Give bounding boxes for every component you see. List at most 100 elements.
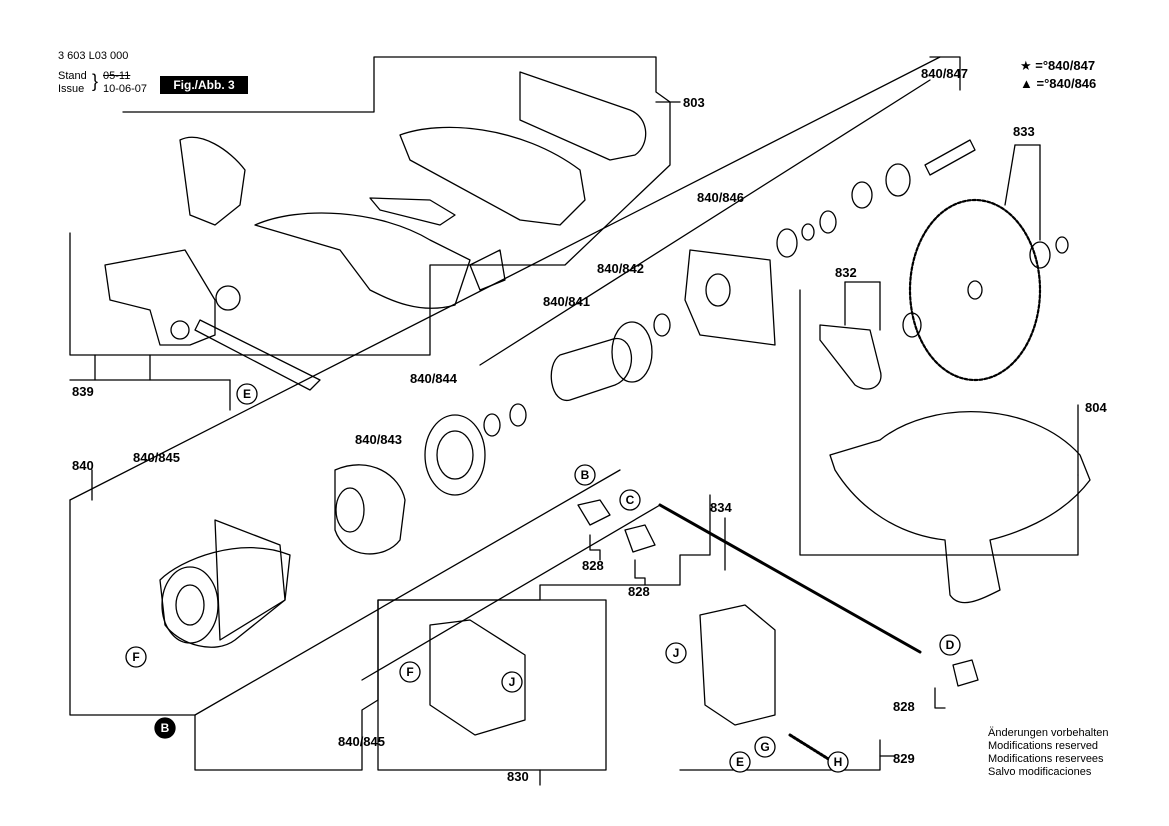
marker-letter: J — [509, 675, 516, 689]
marker-f: F — [125, 646, 147, 668]
marker-circle — [939, 634, 961, 656]
notice-es: Salvo modificaciones — [988, 766, 1092, 778]
mount-plate — [429, 619, 526, 736]
frame-right-top — [929, 56, 961, 91]
clamp-b — [577, 499, 611, 526]
splitter-arm — [194, 319, 321, 391]
guard-bracket — [519, 71, 647, 161]
marker-circle — [236, 383, 258, 405]
leader-828-1 — [589, 534, 601, 561]
marker-letter: E — [736, 755, 744, 769]
end-shield — [424, 414, 486, 496]
callout-840-846: 840/846 — [697, 190, 744, 205]
marker-j: J — [665, 642, 687, 664]
leader-833-c — [1004, 144, 1016, 206]
callout-840-844: 840/844 — [410, 371, 458, 386]
mount-plate-2 — [699, 604, 776, 726]
splitter-hole — [170, 320, 190, 340]
guard-cover — [254, 212, 471, 309]
marker-circle — [729, 751, 751, 773]
issue-label: Issue — [58, 83, 85, 95]
modifications-notice: Änderungen vorbehalten Modifications res… — [988, 727, 1108, 779]
stand-date-old: 05-11 — [103, 70, 131, 82]
legend-text: =°840/846 — [1032, 76, 1097, 91]
marker-circle — [399, 661, 421, 683]
marker-circle — [574, 464, 596, 486]
splitter-plate-839 — [104, 249, 216, 346]
long-diagonal-a — [69, 56, 941, 501]
bearing-1 — [509, 403, 527, 427]
marker-letter: J — [673, 646, 680, 660]
marker-b: B — [574, 464, 596, 486]
issue-date: 10-06-07 — [103, 83, 148, 95]
marker-circle — [154, 717, 176, 739]
triangle-icon: ▲ — [1020, 76, 1033, 91]
callout-832: 832 — [835, 265, 857, 280]
spindle-shaft — [924, 139, 976, 176]
gear-wheel — [776, 228, 798, 258]
stator-coil — [334, 464, 406, 555]
clamp-c — [624, 524, 656, 553]
callout-840-841: 840/841 — [543, 294, 590, 309]
frame-803 — [69, 56, 671, 356]
marker-c: C — [619, 489, 641, 511]
frame-830 — [377, 599, 607, 771]
marker-g: G — [754, 736, 776, 758]
notice-fr: Modifications reservees — [988, 753, 1104, 765]
marker-letter: H — [834, 755, 843, 769]
guard-left-half — [179, 136, 246, 226]
marker-circle — [619, 489, 641, 511]
marker-letter: B — [581, 468, 590, 482]
marker-circle — [501, 671, 523, 693]
marker-f: F — [399, 661, 421, 683]
armature-fan — [611, 321, 653, 383]
armature — [550, 337, 632, 401]
callout-829: 829 — [893, 751, 915, 766]
brace-glyph: } — [92, 71, 99, 91]
figure-label: Fig./Abb. 3 — [160, 76, 248, 94]
marker-circle — [665, 642, 687, 664]
callout-833: 833 — [1013, 124, 1035, 139]
marker-letter: E — [243, 387, 251, 401]
gearbox-bore — [705, 273, 731, 307]
notice-en: Modifications reserved — [988, 740, 1099, 752]
legend-row-triangle: ▲ =°840/846 — [1020, 76, 1096, 91]
guard-wedge — [469, 249, 506, 291]
washer-small — [801, 223, 815, 241]
marker-e: E — [729, 751, 751, 773]
callout-840-845: 840/845 — [338, 734, 385, 749]
end-shield-inner — [436, 430, 474, 480]
rod-834 — [658, 503, 922, 654]
marker-d: D — [939, 634, 961, 656]
saw-blade — [908, 198, 1042, 382]
circlip — [819, 210, 837, 234]
marker-letter: B — [161, 721, 170, 735]
long-diagonal-c — [194, 469, 621, 716]
lower-guard-804 — [829, 411, 1091, 604]
bearing-3 — [653, 313, 671, 337]
marker-circle — [754, 736, 776, 758]
motor-shell — [214, 519, 286, 641]
frame-829 — [679, 739, 881, 771]
legend-row-star: ★ =°840/847 — [1020, 58, 1095, 74]
legend-text: =°840/847 — [1031, 58, 1096, 73]
callout-830: 830 — [507, 769, 529, 784]
marker-letter: G — [760, 740, 769, 754]
marker-j: J — [501, 671, 523, 693]
callout-840: 840 — [72, 458, 94, 473]
callout-839: 839 — [72, 384, 94, 399]
clamp-d — [952, 659, 979, 687]
long-diagonal-d — [361, 504, 661, 681]
long-diagonal-b — [479, 79, 931, 366]
gearbox-housing — [684, 249, 776, 346]
star-icon: ★ — [1020, 58, 1032, 73]
marker-e: E — [236, 383, 258, 405]
marker-h: H — [827, 751, 849, 773]
marker-b: B — [154, 717, 176, 739]
frame-832 — [799, 289, 1079, 556]
motor-housing — [159, 547, 291, 648]
part-number: 3 603 L03 000 — [58, 50, 129, 62]
marker-circle — [125, 646, 147, 668]
spring — [788, 733, 832, 762]
guard-clip — [369, 197, 456, 226]
